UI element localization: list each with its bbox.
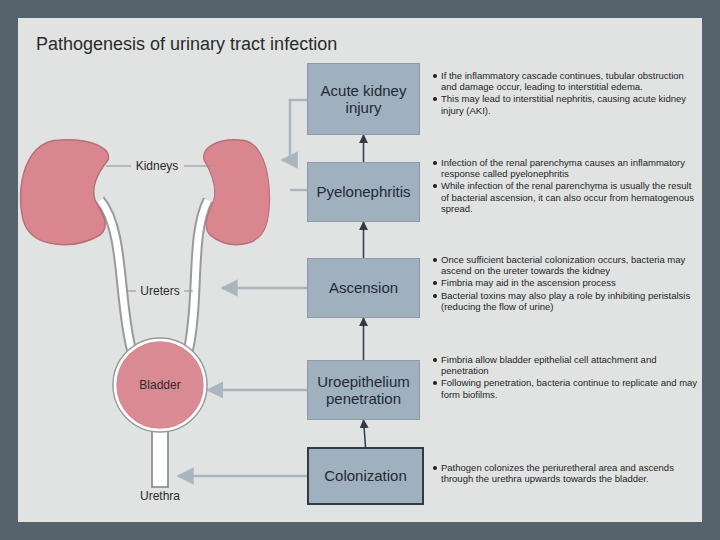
- node-text: Ascension: [329, 279, 398, 296]
- connector-arrow: [208, 389, 307, 392]
- bullet-note: Bacterial toxins may also play a role by…: [432, 290, 700, 312]
- bullet-note: Following penetration, bacteria continue…: [432, 377, 700, 399]
- node-text: Colonization: [324, 467, 407, 484]
- note-text: Bacterial toxins may also play a role by…: [441, 290, 690, 312]
- note-text: Fimbria may aid in the ascension process: [441, 277, 616, 288]
- node-text: Pyelonephritis: [316, 183, 410, 200]
- bullet-note: If the inflammatory cascade continues, t…: [432, 70, 700, 92]
- note-text: Fimbria allow bladder epithelial cell at…: [441, 354, 656, 376]
- bullet-note: Once sufficient bacterial colonization o…: [432, 254, 700, 276]
- connector-arrow: [364, 420, 366, 447]
- bullet-dot: [433, 294, 437, 298]
- note-text: Infection of the renal parenchyma causes…: [441, 157, 685, 179]
- connector-arrow: [363, 135, 365, 162]
- bladder-circle: Bladder: [112, 337, 208, 433]
- diagram-title: Pathogenesis of urinary tract infection: [36, 34, 337, 55]
- process-box: Colonization: [307, 447, 424, 505]
- note-text: Once sufficient bacterial colonization o…: [441, 254, 685, 276]
- bullet-dot: [433, 358, 437, 362]
- note-text: If the inflammatory cascade continues, t…: [441, 70, 684, 92]
- process-box: Ascension: [307, 258, 420, 318]
- node-text: Uroepithelium penetration: [314, 373, 413, 408]
- note-text: While infection of the renal parenchyma …: [441, 180, 694, 213]
- bullet-note: Infection of the renal parenchyma causes…: [432, 157, 700, 179]
- note-text: This may lead to interstitial nephritis,…: [441, 93, 686, 115]
- connector-arrow: [363, 318, 365, 360]
- process-box: Uroepithelium penetration: [307, 360, 420, 420]
- bullet-dot: [433, 74, 437, 78]
- bullet-dot: [433, 281, 437, 285]
- bullet-note: Fimbria allow bladder epithelial cell at…: [432, 354, 700, 376]
- connector-arrow: [363, 222, 365, 258]
- bullet-note: This may lead to interstitial nephritis,…: [432, 93, 700, 115]
- process-box: Pyelonephritis: [307, 162, 420, 222]
- node-text: Bladder: [139, 378, 180, 392]
- anatomy-label: Urethra: [138, 489, 182, 503]
- bullet-dot: [433, 97, 437, 101]
- note-text: Pathogen colonizes the periuretheral are…: [441, 462, 674, 484]
- bullet-dot: [433, 258, 437, 262]
- bullet-dot: [433, 466, 437, 470]
- anatomy-label: Ureters: [138, 284, 181, 298]
- anatomy-label: Kidneys: [134, 159, 181, 173]
- process-box: Acute kidney injury: [307, 63, 420, 135]
- bullet-note: While infection of the renal parenchyma …: [432, 180, 700, 214]
- bullet-note: Pathogen colonizes the periuretheral are…: [432, 462, 700, 484]
- node-text: Acute kidney injury: [314, 82, 413, 117]
- bullet-dot: [433, 161, 437, 165]
- bullet-dot: [433, 184, 437, 188]
- bullet-dot: [433, 381, 437, 385]
- bullet-note: Fimbria may aid in the ascension process: [432, 277, 700, 288]
- note-text: Following penetration, bacteria continue…: [441, 377, 697, 399]
